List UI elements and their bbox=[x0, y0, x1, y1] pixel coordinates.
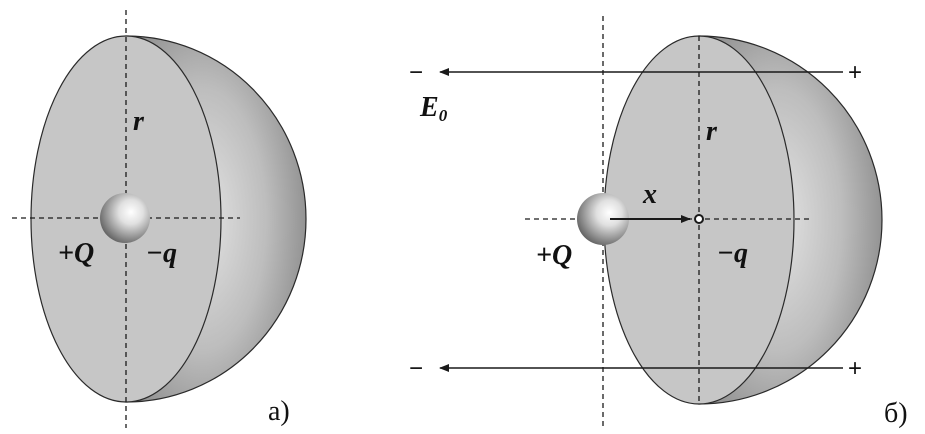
induced-charge-label-a: −q bbox=[146, 238, 177, 269]
radius-label-b: r bbox=[706, 116, 718, 147]
panel-label-a: а) bbox=[268, 396, 290, 427]
figure-b: − + − + E0 r x +Q −q б) bbox=[409, 16, 908, 429]
displacement-label: x bbox=[642, 179, 657, 210]
shell-center-dot bbox=[694, 214, 704, 224]
point-charge-ball-a bbox=[100, 193, 150, 243]
center-charge-label-a: +Q bbox=[58, 238, 94, 269]
induced-charge-label-b: −q bbox=[717, 238, 748, 269]
point-charge-ball-b bbox=[577, 193, 629, 245]
figure-a: r +Q −q а) bbox=[12, 10, 307, 428]
panel-label-b: б) bbox=[884, 398, 908, 429]
field-label: E0 bbox=[419, 92, 448, 125]
plus-sign-bottom: + bbox=[848, 355, 862, 382]
plus-sign-top: + bbox=[848, 59, 862, 86]
minus-sign-bottom: − bbox=[409, 355, 423, 382]
minus-sign-top: − bbox=[409, 59, 423, 86]
center-charge-label-b: +Q bbox=[536, 240, 572, 271]
radius-label-a: r bbox=[133, 106, 145, 137]
